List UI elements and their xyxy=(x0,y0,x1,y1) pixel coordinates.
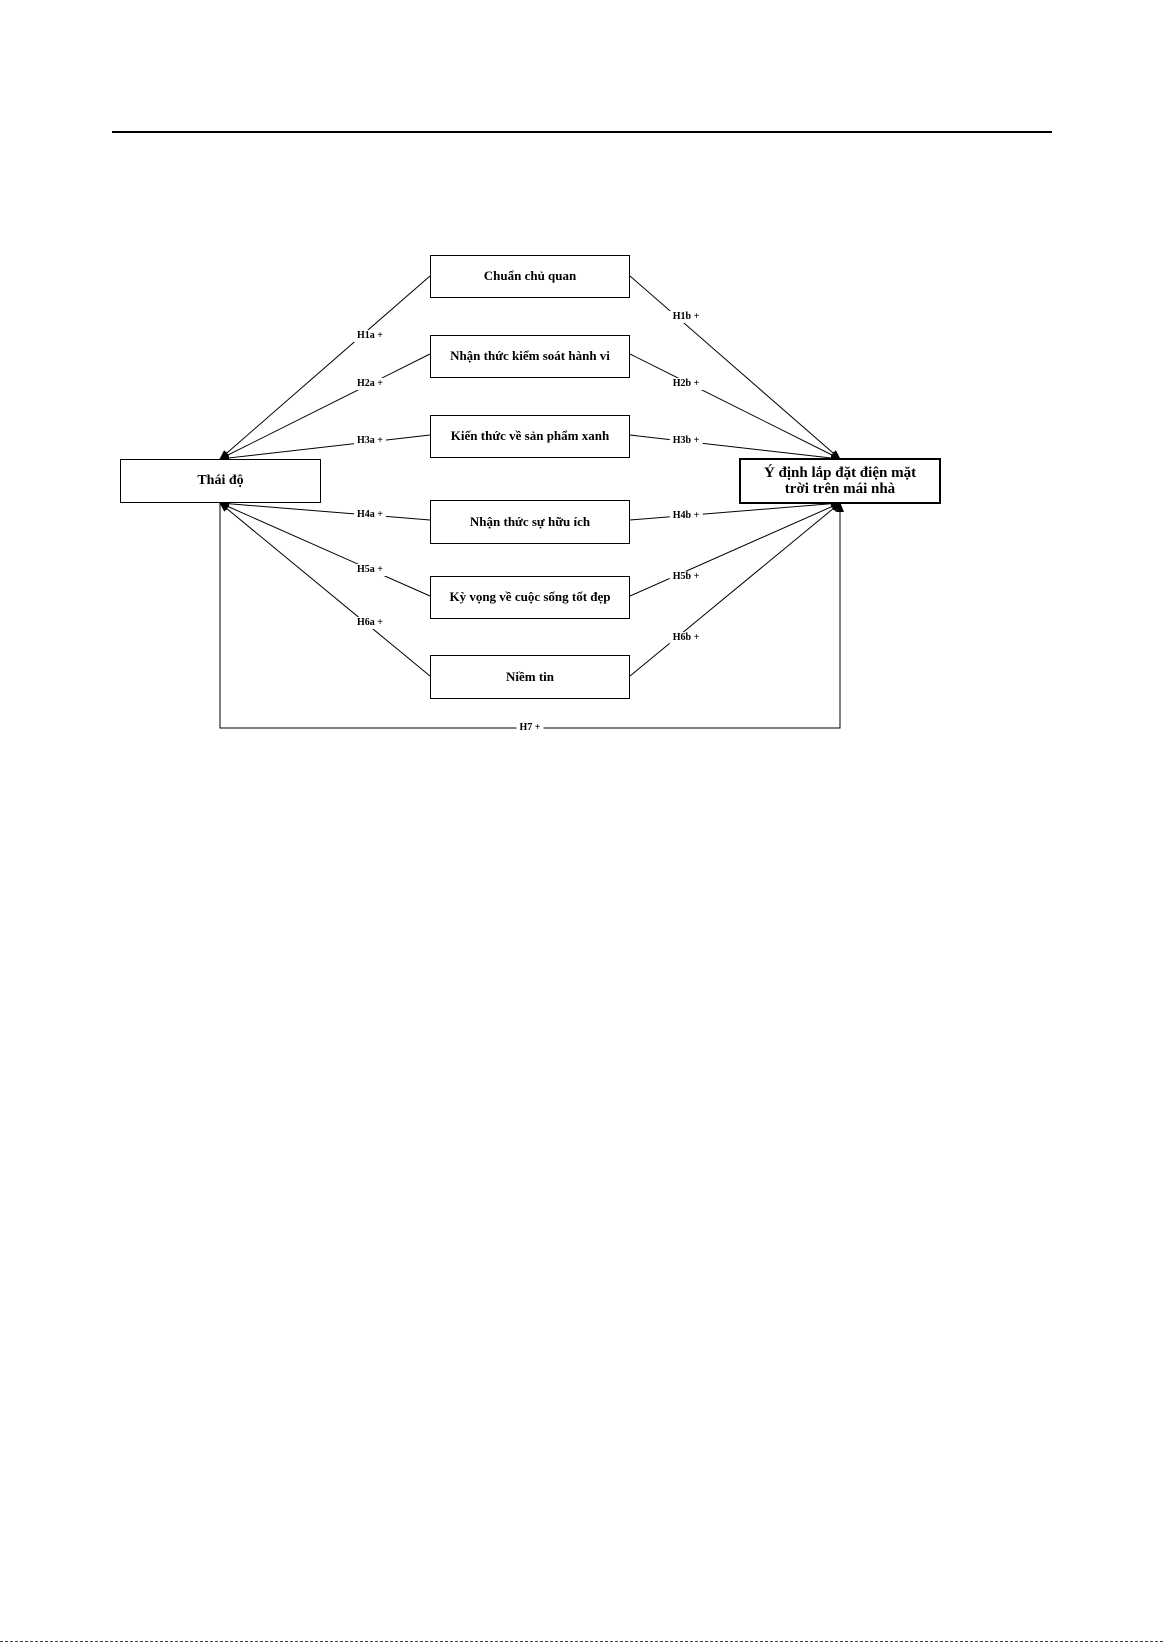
label-h2a: H2a + xyxy=(354,378,386,390)
label-h5b: H5b + xyxy=(670,571,703,583)
arrow-h1a xyxy=(220,276,430,459)
factor-node-usefulness: Nhận thức sự hữu ích xyxy=(430,500,630,544)
intention-node: Ý định lắp đặt điện mặt trời trên mái nh… xyxy=(739,458,941,504)
arrow-h6b xyxy=(630,503,840,676)
arrow-h3a xyxy=(220,435,430,459)
label-h2b: H2b + xyxy=(670,378,703,390)
label-h3b: H3b + xyxy=(670,435,703,447)
label-h6b: H6b + xyxy=(670,632,703,644)
factor-label: Nhận thức kiểm soát hành vi xyxy=(450,349,610,364)
label-h4b: H4b + xyxy=(670,510,703,522)
page-bottom-rule xyxy=(0,1641,1163,1642)
label-h5a: H5a + xyxy=(354,564,386,576)
arrow-h2a xyxy=(220,354,430,459)
arrow-h6a xyxy=(220,503,430,676)
label-h6a: H6a + xyxy=(354,617,386,629)
label-h1a: H1a + xyxy=(354,330,386,342)
arrow-h2b xyxy=(630,354,840,459)
factor-node-green-knowledge: Kiến thức về sản phẩm xanh xyxy=(430,415,630,458)
label-h7: H7 + xyxy=(517,722,544,734)
factor-label: Niềm tin xyxy=(506,670,554,685)
intention-label: Ý định lắp đặt điện mặt trời trên mái nh… xyxy=(751,465,929,498)
factor-label: Chuẩn chủ quan xyxy=(484,269,577,284)
factor-label: Kỳ vọng về cuộc sống tốt đẹp xyxy=(449,590,610,605)
arrow-h1b xyxy=(630,276,840,459)
factor-label: Nhận thức sự hữu ích xyxy=(470,515,590,530)
factor-node-belief: Niềm tin xyxy=(430,655,630,699)
label-h1b: H1b + xyxy=(670,311,703,323)
factor-node-better-life: Kỳ vọng về cuộc sống tốt đẹp xyxy=(430,576,630,619)
label-h4a: H4a + xyxy=(354,509,386,521)
diagram-arrows xyxy=(0,0,1163,760)
factor-node-perceived-control: Nhận thức kiểm soát hành vi xyxy=(430,335,630,378)
factor-node-subjective-norm: Chuẩn chủ quan xyxy=(430,255,630,298)
arrow-h3b xyxy=(630,435,840,459)
attitude-label: Thái độ xyxy=(197,473,243,489)
attitude-node: Thái độ xyxy=(120,459,321,503)
label-h3a: H3a + xyxy=(354,435,386,447)
factor-label: Kiến thức về sản phẩm xanh xyxy=(451,429,609,444)
